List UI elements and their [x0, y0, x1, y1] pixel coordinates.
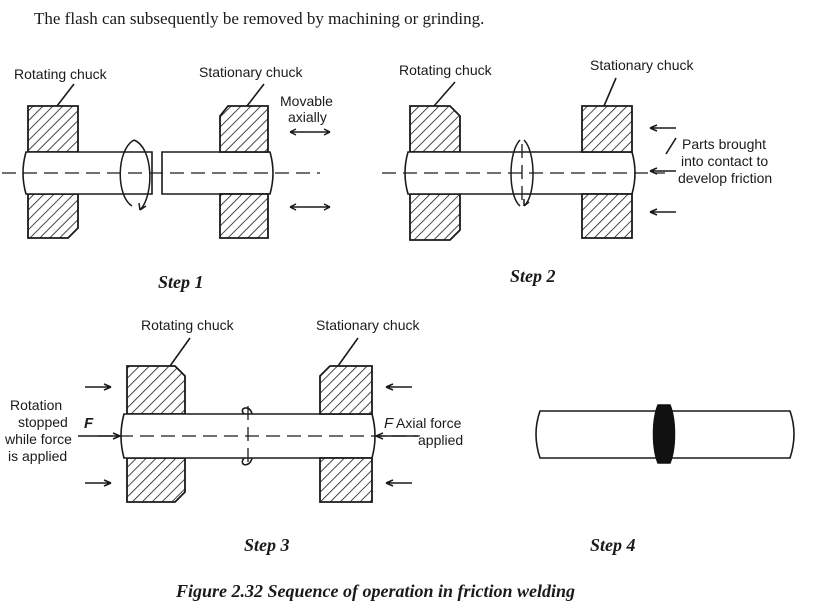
- step-3-joint-bulge: [241, 407, 253, 466]
- step-1-axial-arrow: [289, 128, 331, 136]
- step-3-stationary-chuck-bottom: [319, 457, 373, 503]
- step-3-force-right-arrow: [375, 432, 418, 440]
- step-2-stationary-chuck-top: [581, 105, 633, 153]
- step-1-rotating-leader: [56, 83, 75, 107]
- step-1-stationary-label: Stationary chuck: [199, 64, 303, 80]
- step-3-rotating-label: Rotating chuck: [141, 317, 235, 333]
- step-2-panel: Rotating chuck Stationary chuck Parts br…: [382, 57, 772, 286]
- step-3-left-note-line-2: stopped: [18, 414, 68, 430]
- step-3-right-arrow-top: [385, 383, 412, 391]
- step-2-stationary-label: Stationary chuck: [590, 57, 694, 73]
- step-3-left-note-line-4: is applied: [8, 448, 67, 464]
- step-3-left-note-line-3: while force: [4, 431, 72, 447]
- step-3-caption: Step 3: [244, 535, 290, 555]
- step-3-force-left: F: [84, 415, 94, 432]
- step-1-motion-arrow: [289, 203, 331, 211]
- step-2-note-line-3: develop friction: [678, 170, 772, 186]
- step-2-rotating-label: Rotating chuck: [399, 62, 493, 78]
- step-3-rotating-chuck-bottom: [126, 457, 186, 503]
- step-1-caption: Step 1: [158, 272, 204, 292]
- step-2-push-arrow-mid: [649, 167, 676, 175]
- step-1-rotating-label: Rotating chuck: [14, 66, 108, 82]
- step-3-rotating-leader: [169, 337, 191, 367]
- step-2-stationary-leader: [603, 77, 617, 107]
- step-1-axially-label: axially: [288, 109, 327, 125]
- step-3-left-arrow-bottom: [85, 479, 112, 487]
- step-3-stationary-label: Stationary chuck: [316, 317, 420, 333]
- step-2-rotating-leader: [433, 81, 456, 107]
- step-2-caption: Step 2: [510, 266, 556, 286]
- step-1-stationary-chuck-bottom: [219, 193, 269, 239]
- step-2-rotating-chuck-top: [409, 105, 461, 153]
- step-4-caption: Step 4: [590, 535, 636, 555]
- step-3-panel: Rotating chuck Stationary chuck Rotation…: [4, 317, 463, 555]
- step-2-rotation-arrow: [510, 139, 534, 207]
- step-2-note-line-1: Parts brought: [682, 136, 766, 152]
- step-1-stationary-leader: [246, 83, 265, 107]
- step-3-right-arrow-bottom: [385, 479, 412, 487]
- step-3-force-right: F: [384, 415, 394, 432]
- step-2-rotating-chuck-bottom: [409, 193, 461, 241]
- step-2-note-line-2: into contact to: [681, 153, 768, 169]
- step-4-panel: Step 4: [535, 404, 795, 555]
- intro-text: The flash can subsequently be removed by…: [34, 9, 484, 28]
- step-3-left-note-line-1: Rotation: [10, 397, 62, 413]
- step-1-rotating-chuck-top: [27, 105, 79, 153]
- step-3-right-note-line-1: Axial force: [396, 415, 462, 431]
- step-2-stationary-chuck-bottom: [581, 193, 633, 239]
- figure-caption: Figure 2.32 Sequence of operation in fri…: [175, 581, 575, 601]
- step-1-movable-label: Movable: [280, 93, 333, 109]
- step-1-stationary-chuck-top: [219, 105, 269, 153]
- step-3-right-note-line-2: applied: [418, 432, 463, 448]
- step-3-stationary-chuck-top: [319, 365, 373, 415]
- step-4-weld-flash: [652, 404, 676, 464]
- step-2-note-leader: [665, 137, 677, 155]
- step-1-panel: Rotating chuck Stationary chuck Movable …: [2, 64, 333, 292]
- step-1-rotating-chuck-bottom: [27, 193, 79, 239]
- step-3-left-arrow-top: [85, 383, 112, 391]
- step-2-push-arrow-bottom: [649, 208, 676, 216]
- step-3-stationary-leader: [337, 337, 359, 367]
- step-3-rotating-chuck-top: [126, 365, 186, 415]
- step-2-push-arrow-top: [649, 124, 676, 132]
